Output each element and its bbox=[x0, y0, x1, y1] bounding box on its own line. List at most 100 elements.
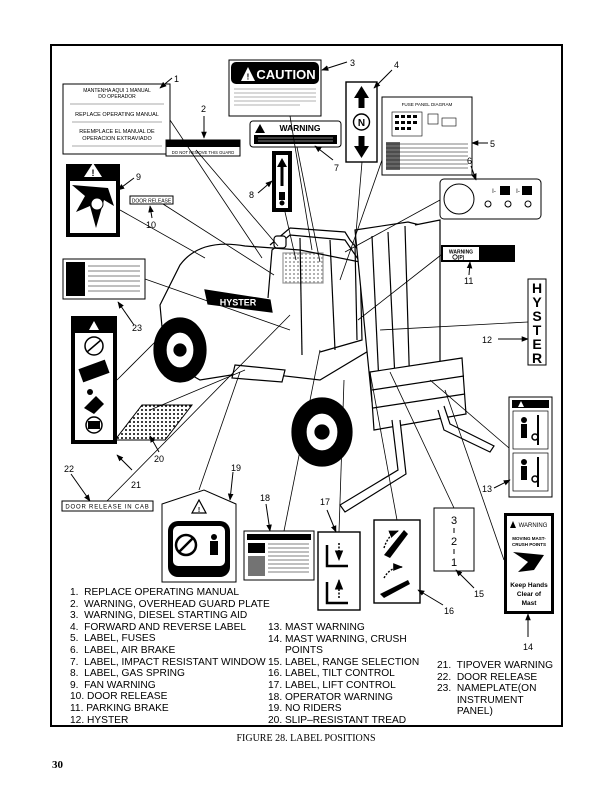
legend-item: 23. NAMEPLATE(ON bbox=[437, 683, 537, 695]
legend-item: 22. DOOR RELEASE bbox=[437, 671, 538, 683]
caution-title: CAUTION bbox=[256, 67, 315, 82]
legend-column-1: 1. REPLACE OPERATING MANUAL 2. WARNING, … bbox=[70, 587, 270, 726]
label-tilt-control bbox=[373, 519, 421, 604]
label-hyster-vertical: H Y S T E R bbox=[527, 278, 547, 366]
door-release-text: DOOR RELEASE bbox=[132, 199, 172, 205]
svg-text:N: N bbox=[358, 118, 365, 129]
legend-item: 13. MAST WARNING bbox=[268, 622, 365, 633]
legend-item: INSTRUMENT bbox=[437, 694, 524, 706]
label-caution-diesel: ! CAUTION bbox=[228, 59, 322, 117]
legend-item: 19. NO RIDERS bbox=[268, 703, 342, 715]
legend-item: 3. WARNING, DIESEL STARTING AID bbox=[70, 610, 248, 622]
svg-text:I-: I- bbox=[516, 189, 520, 195]
legend-item: 15. LABEL, RANGE SELECTION bbox=[268, 656, 420, 668]
legend-item: 2. WARNING, OVERHEAD GUARD PLATE bbox=[70, 598, 270, 610]
label-parking-brake: WARNING (P) bbox=[441, 245, 515, 262]
fuse-panel-title: FUSE PANEL DIAGRAM bbox=[402, 102, 453, 107]
label-no-riders: ! bbox=[161, 489, 237, 583]
callout-numbers: 1 2 3 4 5 6 7 8 9 10 11 12 13 14 15 16 1… bbox=[64, 58, 533, 652]
label-crush-points: WARNING MOVING MAST- CRUSH POINTS Keep H… bbox=[504, 513, 554, 614]
figure-caption: FIGURE 28. LABEL POSITIONS bbox=[236, 733, 376, 744]
replace-manual-line3: OPERACION EXTRAVIADO bbox=[82, 136, 152, 142]
page-number: 30 bbox=[52, 759, 63, 771]
range-1: 1 bbox=[451, 557, 457, 569]
label-door-release: DOOR RELEASE bbox=[129, 195, 174, 205]
legend-item: 7. LABEL, IMPACT RESISTANT WINDOW bbox=[70, 656, 266, 668]
callout-13: 13 bbox=[482, 484, 492, 494]
hyster-letter-r: R bbox=[532, 350, 542, 366]
legend-item: 20. SLIP–RESISTANT TREAD bbox=[268, 714, 407, 726]
legend-item: 9. FAN WARNING bbox=[70, 679, 156, 691]
svg-text:WARNING: WARNING bbox=[519, 523, 548, 529]
legend-column-3: 21. TIPOVER WARNING 22. DOOR RELEASE 23.… bbox=[437, 660, 553, 718]
label-slip-resistant-tread bbox=[113, 404, 194, 441]
label-range-selection: 3 2 1 bbox=[433, 507, 475, 572]
legend-item: 14. MAST WARNING, CRUSH bbox=[268, 633, 407, 645]
svg-text:!: ! bbox=[247, 73, 250, 82]
callout-4: 4 bbox=[394, 60, 399, 70]
label-mast-warning bbox=[508, 396, 553, 498]
callout-10: 10 bbox=[146, 220, 156, 230]
manual-es-line2: DO OPERADOR bbox=[98, 94, 136, 100]
figure-frame bbox=[50, 44, 563, 727]
svg-text:I-: I- bbox=[492, 189, 496, 195]
hyster-letter-s: S bbox=[532, 308, 541, 324]
callout-3: 3 bbox=[350, 58, 355, 68]
callout-15: 15 bbox=[474, 589, 484, 599]
mast-warning-line2: CRUSH POINTS bbox=[512, 542, 546, 547]
manual-es-line1: MANTENHA AQUI 1 MANUAL bbox=[83, 88, 151, 94]
mast-warning-line1: MOVING MAST- bbox=[512, 536, 546, 541]
hyster-letter-h: H bbox=[532, 280, 542, 296]
label-door-release-in-cab: DOOR RELEASE IN CAB bbox=[61, 500, 154, 512]
legend-item: 5. LABEL, FUSES bbox=[70, 633, 156, 645]
hyster-letter-y: Y bbox=[532, 294, 542, 310]
label-fan-warning: ! bbox=[66, 163, 120, 237]
legend-item: 21. TIPOVER WARNING bbox=[437, 660, 554, 671]
label-replace-manual: MANTENHA AQUI 1 MANUAL DO OPERADOR REPLA… bbox=[62, 83, 171, 155]
callout-18: 18 bbox=[260, 493, 270, 503]
callout-22: 22 bbox=[64, 464, 74, 474]
legend-item: 1. REPLACE OPERATING MANUAL bbox=[70, 587, 240, 598]
range-3: 3 bbox=[451, 515, 457, 527]
svg-text:!: ! bbox=[92, 168, 95, 178]
callout-1: 1 bbox=[174, 74, 179, 84]
range-2: 2 bbox=[451, 536, 457, 548]
replace-manual-line1: REPLACE OPERATING MANUAL bbox=[75, 112, 159, 118]
legend-item: 8. LABEL, GAS SPRING bbox=[70, 668, 185, 680]
legend-item: 18. OPERATOR WARNING bbox=[268, 691, 393, 703]
label-nameplate bbox=[62, 258, 146, 300]
replace-manual-line2: REEMPLACE EL MANUAL DE bbox=[79, 129, 155, 135]
do-not-remove-text: DO NOT REMOVE THIS GUARD bbox=[172, 150, 234, 155]
callout-23: 23 bbox=[132, 323, 142, 333]
label-forward-reverse: N bbox=[345, 81, 378, 163]
label-impact-window: WARNING bbox=[249, 120, 342, 148]
svg-text:!: ! bbox=[198, 507, 200, 514]
callout-2: 2 bbox=[201, 104, 206, 114]
mast-warning-line4: Clear of bbox=[517, 591, 542, 598]
label-air-brake: I- I- bbox=[439, 178, 542, 220]
legend-item: 10. DOOR RELEASE bbox=[70, 691, 168, 703]
legend-item: 4. FORWARD AND REVERSE LABEL bbox=[70, 621, 247, 633]
callout-12: 12 bbox=[482, 335, 492, 345]
callout-20: 20 bbox=[154, 454, 164, 464]
callout-19: 19 bbox=[231, 463, 241, 473]
mast-warning-line3: Keep Hands bbox=[510, 582, 548, 589]
warning-small-text: WARNING bbox=[449, 250, 473, 256]
leader-lines bbox=[106, 115, 529, 561]
legend-item: 16. LABEL, TILT CONTROL bbox=[268, 668, 395, 680]
label-overhead-guard-plate: DO NOT REMOVE THIS GUARD bbox=[165, 139, 241, 157]
mast-warning-line5: Mast bbox=[522, 600, 538, 607]
legend-item: 12. HYSTER bbox=[70, 714, 129, 726]
label-fuse-panel: FUSE PANEL DIAGRAM bbox=[381, 96, 473, 176]
svg-text:(P): (P) bbox=[458, 255, 465, 261]
door-release-in-cab-text: DOOR RELEASE IN CAB bbox=[65, 505, 149, 511]
hyster-letter-e: E bbox=[532, 336, 541, 352]
label-tipover-warning bbox=[71, 316, 117, 444]
forklift-truck: HYSTER bbox=[153, 219, 495, 513]
callout-11: 11 bbox=[464, 276, 473, 286]
callout-14: 14 bbox=[523, 642, 533, 652]
label-operator-warning bbox=[243, 530, 315, 581]
legend-item: 6. LABEL, AIR BRAKE bbox=[70, 644, 176, 656]
warning-title: WARNING bbox=[279, 123, 320, 133]
